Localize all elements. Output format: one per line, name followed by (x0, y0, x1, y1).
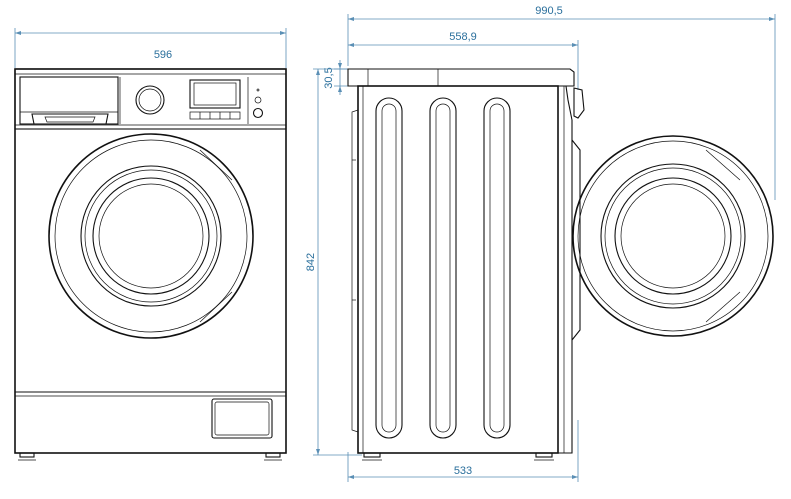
dim-height-label: 842 (305, 253, 317, 271)
dim-total-depth-label: 990,5 (535, 5, 563, 17)
dim-top-offset-label: 30,5 (323, 67, 335, 88)
front-feet (18, 452, 282, 461)
dim-body-depth: 558,9 (348, 31, 579, 90)
side-view (347, 68, 774, 461)
status-led (254, 96, 262, 104)
program-knob (135, 85, 165, 115)
dim-front-width-label: 596 (154, 49, 172, 61)
dim-base-depth: 533 (347, 420, 579, 482)
dim-body-depth-label: 558,9 (449, 31, 477, 43)
front-view (14, 68, 287, 461)
front-door (48, 133, 254, 339)
control-panel (14, 68, 287, 130)
display-panel (189, 79, 241, 109)
side-feet (362, 452, 554, 461)
side-body (357, 85, 559, 454)
power-button (252, 107, 264, 119)
filter-cover (211, 398, 273, 439)
detergent-drawer (19, 76, 119, 125)
dim-front-width: 596 (14, 28, 287, 68)
dim-total-depth: 990,5 (347, 5, 776, 200)
dim-top-offset: 30,5 (323, 60, 356, 95)
dim-height: 842 (305, 68, 362, 456)
open-door (571, 135, 774, 341)
dimension-lines: 596 990,5 558,9 30,5 (14, 5, 776, 482)
dim-base-depth-label: 533 (454, 465, 472, 477)
side-ribs (375, 97, 511, 439)
front-body (14, 68, 287, 454)
function-buttons (189, 111, 241, 120)
